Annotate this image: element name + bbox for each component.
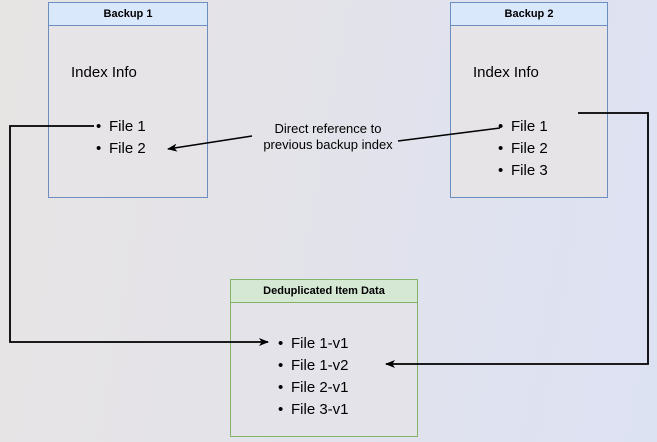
node-dedup-body: File 1-v1 File 1-v2 File 2-v1 File 3-v1 [231,303,417,436]
node-backup-1[interactable]: Backup 1 Index Info File 1 File 2 [48,2,208,198]
node-backup-2-body: Index Info File 1 File 2 File 3 [451,26,607,197]
node-backup-2[interactable]: Backup 2 Index Info File 1 File 2 File 3 [450,2,608,198]
list-item: File 3 [498,160,548,182]
backup-1-file-list: File 1 File 2 [93,116,146,160]
node-backup-1-body: Index Info File 1 File 2 [49,26,207,197]
list-item: File 3-v1 [278,399,348,421]
node-deduplicated-item-data[interactable]: Deduplicated Item Data File 1-v1 File 1-… [230,279,418,437]
node-dedup-header: Deduplicated Item Data [231,280,417,303]
annotation-line-2: previous backup index [263,137,393,152]
list-item: File 2 [498,138,548,160]
list-item: File 2 [96,138,146,160]
node-backup-2-header: Backup 2 [451,3,607,26]
list-item: File 1 [498,116,548,138]
dedup-item-list: File 1-v1 File 1-v2 File 2-v1 File 3-v1 [275,333,348,421]
annotation-line-1: Direct reference to [274,121,382,136]
backup-2-file-list: File 1 File 2 File 3 [495,116,548,182]
list-item: File 2-v1 [278,377,348,399]
list-item: File 1 [96,116,146,138]
annotation-direct-reference: Direct reference to previous backup inde… [248,121,408,153]
backup-2-index-info-label: Index Info [473,64,539,81]
node-backup-1-header: Backup 1 [49,3,207,26]
list-item: File 1-v1 [278,333,348,355]
list-item: File 1-v2 [278,355,348,377]
backup-1-index-info-label: Index Info [71,64,137,81]
